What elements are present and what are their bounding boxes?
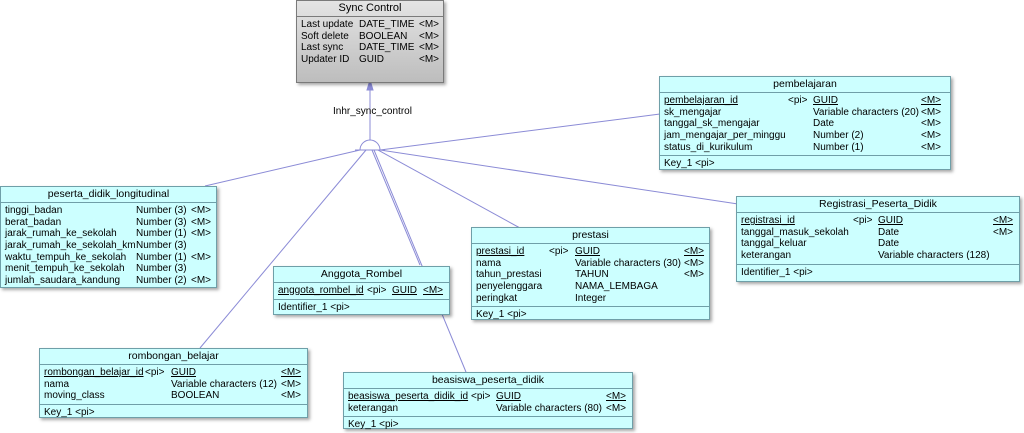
attribute-row: rombongan_belajar_id<pi>GUID<M> [44, 367, 302, 378]
entity-anggota-rombel[interactable]: Anggota_Rombel anggota_rombel_id<pi>GUID… [273, 266, 450, 315]
entity-title: Anggota_Rombel [274, 267, 449, 283]
attribute-row: pembelajaran_id<pi>GUID<M> [664, 95, 942, 106]
attribute-row: prestasi_id<pi>GUID<M> [476, 246, 705, 257]
entity-attributes: anggota_rombel_id<pi>GUID<M> [274, 283, 449, 300]
attribute-row: beasiswa_peserta_didik_id<pi>GUID<M> [348, 391, 627, 402]
entity-identifier: Key_1 <pi> [664, 158, 715, 170]
entity-title: rombongan_belajar [40, 349, 307, 365]
inheritance-arrowhead [366, 78, 374, 91]
entity-identifier: Key_1 <pi> [44, 407, 95, 419]
entity-title: peserta_didik_longitudinal [1, 187, 216, 203]
link-anggota-rombel [371, 149, 421, 266]
attribute-row: registrasi_id<pi>GUID<M> [741, 215, 1014, 226]
entity-pembelajaran[interactable]: pembelajaran pembelajaran_id<pi>GUID<M> … [659, 76, 951, 170]
entity-title: prestasi [472, 228, 709, 244]
entity-identifier: Key_1 <pi> [348, 419, 399, 431]
entity-registrasi-peserta-didik[interactable]: Registrasi_Peserta_Didik registrasi_id<p… [736, 196, 1020, 282]
link-peserta-didik-longitudinal [204, 149, 361, 187]
link-registrasi [379, 149, 739, 205]
link-beasiswa [373, 149, 467, 373]
link-prestasi [377, 149, 521, 229]
attribute-row: anggota_rombel_id<pi>GUID<M> [278, 285, 444, 296]
entity-identifier: Key_1 <pi> [476, 309, 527, 321]
entity-beasiswa-peserta-didik[interactable]: beasiswa_peserta_didik beasiswa_peserta_… [343, 372, 633, 430]
entity-attributes: beasiswa_peserta_didik_id<pi>GUID<M> ket… [344, 389, 632, 418]
entity-title: pembelajaran [660, 77, 950, 93]
entity-rombongan-belajar[interactable]: rombongan_belajar rombongan_belajar_id<p… [39, 348, 308, 418]
entity-title: Sync Control [297, 1, 443, 17]
link-pembelajaran [379, 113, 661, 151]
entity-title: Registrasi_Peserta_Didik [737, 197, 1019, 213]
entity-identifier: Identifier_1 <pi> [278, 301, 350, 313]
link-rombongan-belajar [199, 149, 367, 349]
entity-identifier: Identifier_1 <pi> [741, 266, 813, 278]
entity-title: beasiswa_peserta_didik [344, 373, 632, 389]
inheritance-label: Inhr_sync_control [333, 106, 412, 117]
entity-attributes: registrasi_id<pi>GUID<M> tanggal_masuk_s… [737, 213, 1019, 265]
inheritance-symbol [359, 139, 381, 151]
